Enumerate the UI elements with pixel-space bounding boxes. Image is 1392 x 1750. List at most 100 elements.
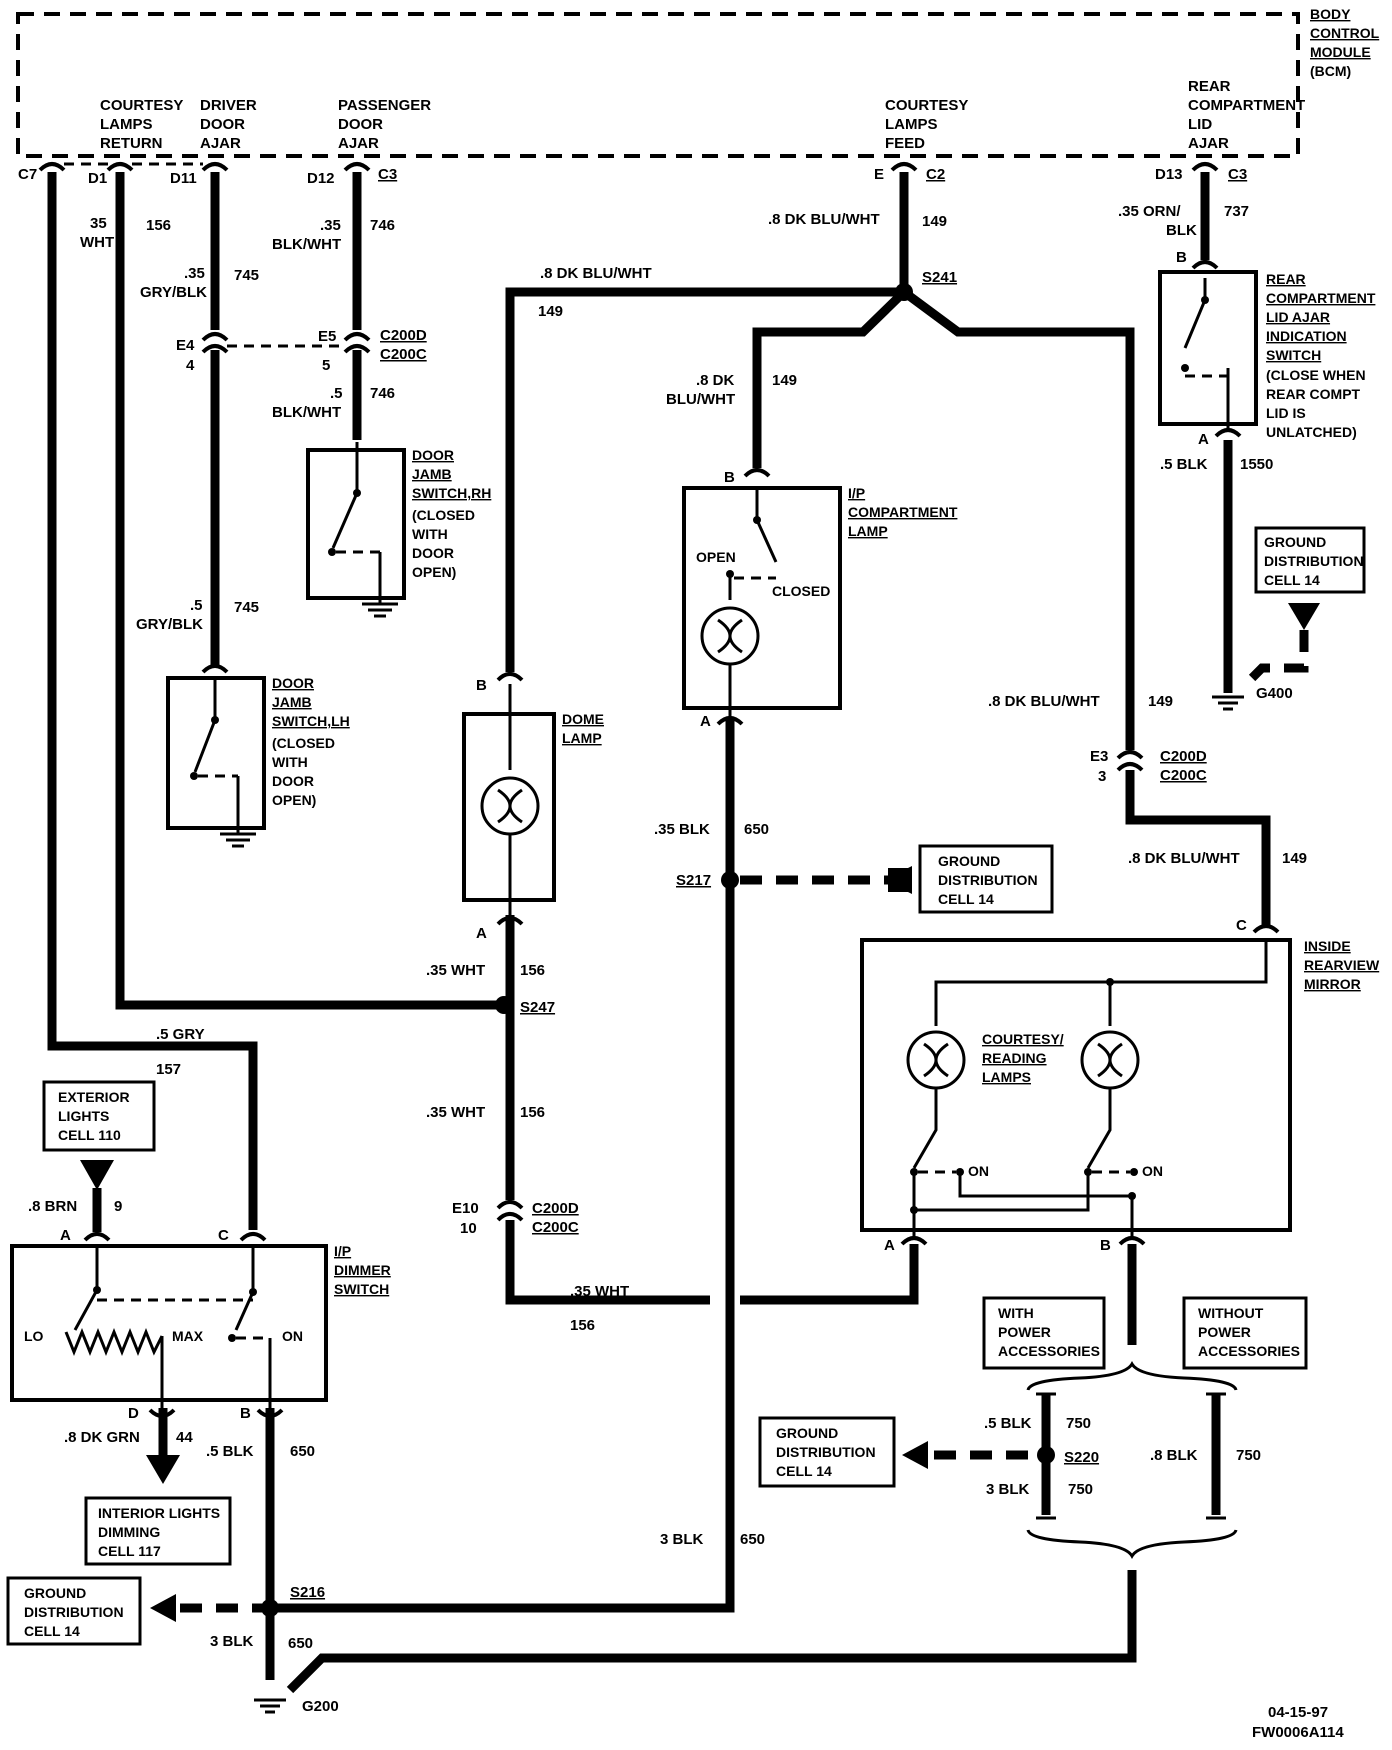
pin-d11-label: D11 <box>170 170 197 187</box>
svg-text:B: B <box>240 1405 251 1422</box>
svg-text:149: 149 <box>1282 850 1307 867</box>
svg-text:JAMB: JAMB <box>412 466 452 482</box>
svg-text:44: 44 <box>176 1429 193 1446</box>
svg-text:737: 737 <box>1224 203 1249 220</box>
svg-text:OPEN: OPEN <box>696 549 736 565</box>
e4-label: E4 <box>176 337 195 354</box>
connector-e5-bot <box>343 344 371 354</box>
svg-text:B: B <box>1176 249 1187 266</box>
svg-text:DISTRIBUTION: DISTRIBUTION <box>24 1604 124 1620</box>
svg-text:ON: ON <box>968 1163 989 1179</box>
pin-c7-connector <box>38 162 66 172</box>
svg-text:LAMPS: LAMPS <box>982 1069 1031 1085</box>
pin-c3-label: C3 <box>378 166 397 183</box>
svg-text:LAMPS: LAMPS <box>885 116 938 133</box>
svg-text:I/P: I/P <box>848 485 865 501</box>
wire-156-to-mirror <box>740 1244 919 1305</box>
svg-text:MIRROR: MIRROR <box>1304 976 1361 992</box>
svg-text:LAMPS: LAMPS <box>100 116 153 133</box>
svg-text:9: 9 <box>114 1198 122 1215</box>
c200-a-d: C200D <box>380 327 427 344</box>
svg-text:3 BLK: 3 BLK <box>986 1481 1030 1498</box>
svg-text:COURTESY: COURTESY <box>885 97 968 114</box>
svg-text:.35 WHT: .35 WHT <box>426 962 485 979</box>
pin-d1-connector <box>106 162 134 172</box>
svg-text:.5 BLK: .5 BLK <box>1160 456 1208 473</box>
svg-text:AJAR: AJAR <box>338 135 379 152</box>
svg-text:GRY/BLK: GRY/BLK <box>136 616 203 633</box>
wires <box>47 172 1271 1694</box>
svg-text:SWITCH,LH: SWITCH,LH <box>272 713 350 729</box>
svg-text:REAR: REAR <box>1188 78 1231 95</box>
svg-text:REAR COMPT: REAR COMPT <box>1266 386 1361 402</box>
svg-text:DOOR: DOOR <box>200 116 245 133</box>
ground-ref-s220: GROUND DISTRIBUTION CELL 14 <box>758 1416 1036 1488</box>
svg-text:3 BLK: 3 BLK <box>660 1531 704 1548</box>
splice-s217 <box>721 871 739 889</box>
svg-text:LID AJAR: LID AJAR <box>1266 309 1330 325</box>
pin-c3b-label: C3 <box>1228 166 1247 183</box>
svg-text:149: 149 <box>922 213 947 230</box>
bcm-label-line-4: (BCM) <box>1310 63 1351 79</box>
e10-pin: 10 <box>460 1220 477 1237</box>
svg-text:LIGHTS: LIGHTS <box>58 1108 109 1124</box>
svg-text:149: 149 <box>1148 693 1173 710</box>
connector-e4-bot <box>201 344 229 354</box>
svg-text:.8 BRN: .8 BRN <box>28 1198 77 1215</box>
pin-d12-label: D12 <box>307 170 335 187</box>
svg-text:.8 DK: .8 DK <box>696 372 735 389</box>
c200-b-c: C200C <box>1160 767 1207 784</box>
connector-e10-bot <box>496 1212 524 1222</box>
svg-text:S247: S247 <box>520 999 555 1016</box>
svg-text:CELL 14: CELL 14 <box>776 1463 832 1479</box>
svg-text:WITH: WITH <box>412 526 448 542</box>
svg-text:WITHOUT: WITHOUT <box>1198 1305 1264 1321</box>
e3-label: E3 <box>1090 748 1108 765</box>
pin-e-label: E <box>874 166 884 183</box>
svg-text:OPEN): OPEN) <box>412 564 456 580</box>
svg-text:OPEN): OPEN) <box>272 792 316 808</box>
svg-text:650: 650 <box>288 1635 313 1652</box>
svg-text:SWITCH,RH: SWITCH,RH <box>412 485 491 501</box>
footer-code: FW0006A114 <box>1252 1724 1344 1741</box>
svg-text:S241: S241 <box>922 269 957 286</box>
wire-650-ip <box>270 718 735 1613</box>
svg-text:DOOR: DOOR <box>412 545 454 561</box>
svg-text:S216: S216 <box>290 1584 325 1601</box>
svg-text:CELL 14: CELL 14 <box>24 1623 80 1639</box>
svg-text:PASSENGER: PASSENGER <box>338 97 431 114</box>
svg-text:149: 149 <box>538 303 563 320</box>
svg-text:COMPARTMENT: COMPARTMENT <box>848 504 958 520</box>
svg-text:CELL 110: CELL 110 <box>58 1127 121 1143</box>
svg-text:UNLATCHED): UNLATCHED) <box>1266 424 1357 440</box>
svg-text:S217: S217 <box>676 872 711 889</box>
svg-text:157: 157 <box>156 1061 181 1078</box>
svg-text:G200: G200 <box>302 1698 339 1715</box>
ground-ref-s217: GROUND DISTRIBUTION CELL 14 <box>740 844 1054 914</box>
svg-text:AJAR: AJAR <box>200 135 241 152</box>
w156-top-gauge: 35 <box>90 215 107 232</box>
inside-rearview-mirror: C A B ON ON COURTESY/ READING LAMPS INSI… <box>860 917 1380 1254</box>
svg-text:750: 750 <box>1068 1481 1093 1498</box>
svg-text:B: B <box>724 469 735 486</box>
e5-label: E5 <box>318 328 336 345</box>
ground-ref-cell-14-top: GROUND DISTRIBUTION CELL 14 <box>1242 526 1366 688</box>
svg-text:.8 DK GRN: .8 DK GRN <box>64 1429 140 1446</box>
svg-text:3 BLK: 3 BLK <box>210 1633 254 1650</box>
svg-text:(CLOSED: (CLOSED <box>272 735 335 751</box>
power-accessories-options: WITH POWER ACCESSORIES WITHOUT POWER ACC… <box>982 1296 1308 1559</box>
svg-text:DOOR: DOOR <box>412 447 454 463</box>
svg-text:A: A <box>1198 431 1209 448</box>
pin-d13-label: D13 <box>1155 166 1183 183</box>
svg-text:COMPARTMENT: COMPARTMENT <box>1266 290 1376 306</box>
svg-text:WITH: WITH <box>272 754 308 770</box>
svg-text:GROUND: GROUND <box>776 1425 838 1441</box>
inline-connectors: E4 4 E5 5 C200D C200C E3 3 C200D C200C E… <box>176 327 1207 1237</box>
exterior-lights-ref: EXTERIOR LIGHTS CELL 110 <box>42 1080 156 1190</box>
svg-text:POWER: POWER <box>1198 1324 1251 1340</box>
svg-text:746: 746 <box>370 217 395 234</box>
svg-text:.8 BLK: .8 BLK <box>1150 1447 1198 1464</box>
svg-text:C: C <box>218 1227 229 1244</box>
pin-c2-label: C2 <box>926 166 945 183</box>
svg-text:650: 650 <box>740 1531 765 1548</box>
